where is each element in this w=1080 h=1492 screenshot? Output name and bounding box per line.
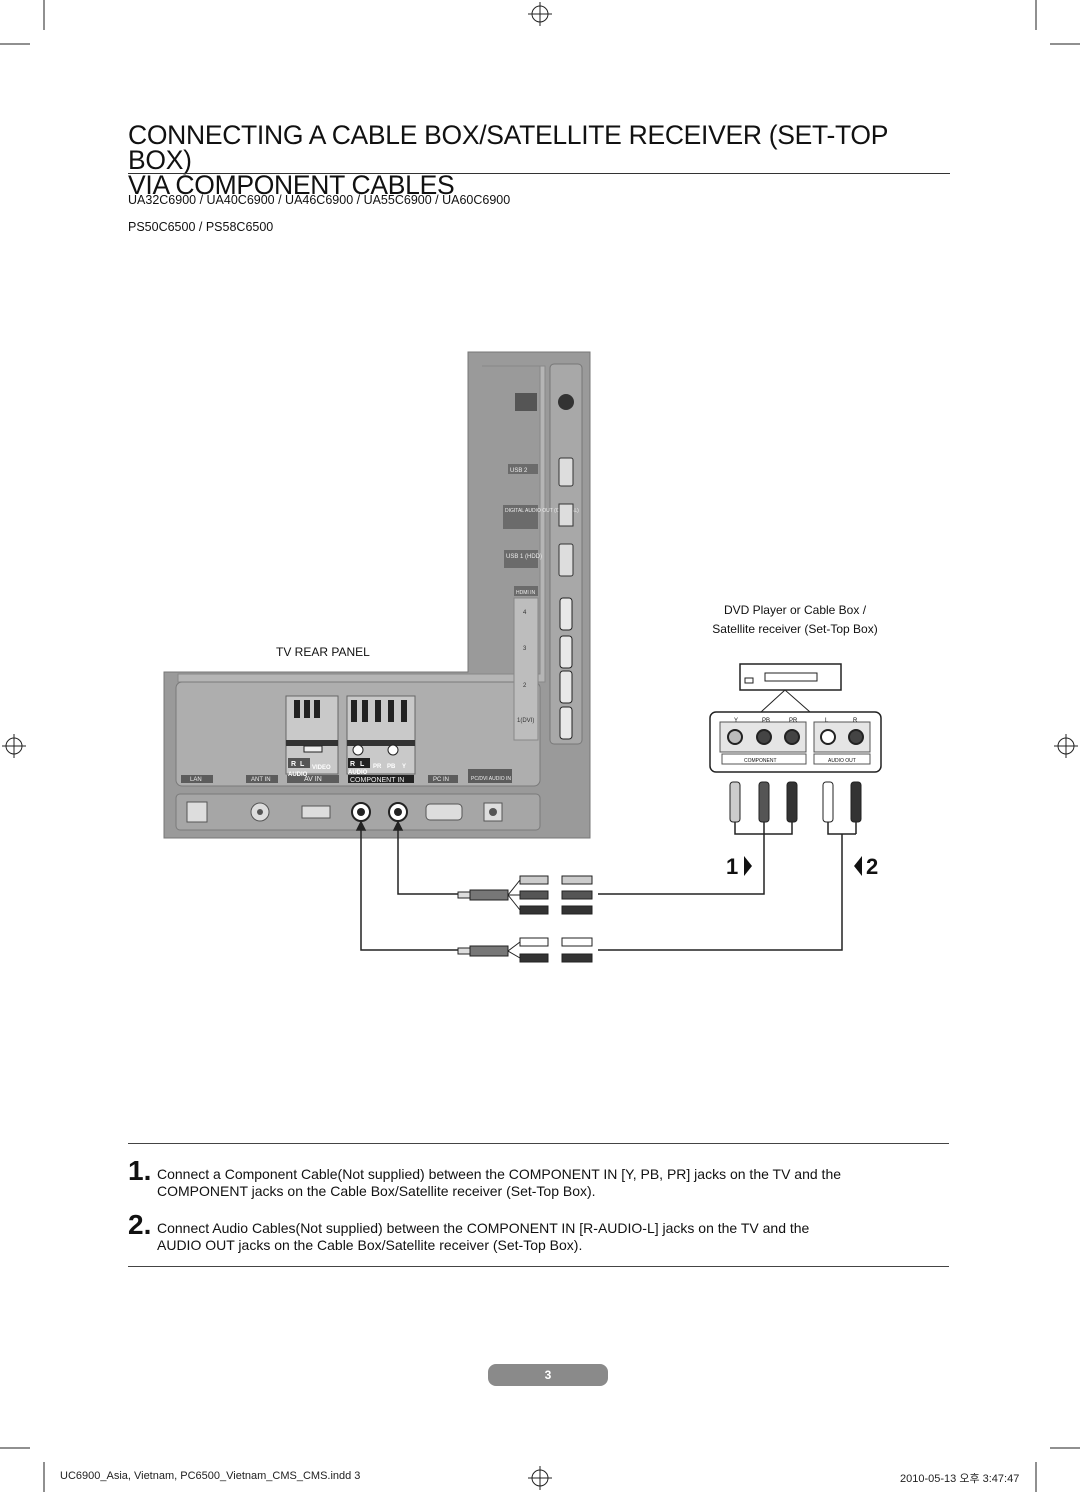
jack-label: PR [373,764,382,770]
step-text-line: Connect Audio Cables(Not supplied) betwe… [157,1220,810,1236]
side-port-label: DIGITAL AUDIO OUT (OPTICAL) [505,508,579,514]
hdmi-port-number: 2 [523,683,527,689]
jack-label: L [360,761,365,768]
lan-port-icon [186,801,208,823]
title-line-1: CONNECTING A CABLE BOX/SATELLITE RECEIVE… [128,120,888,175]
bottom-port-label: LAN [190,777,202,783]
jack-label: Y [402,764,406,770]
footer-timestamp: 2010-05-13 오후 3:47:47 [900,1473,1020,1485]
connection-diagram: USB 2 DIGITAL AUDIO OUT (OPTICAL) USB 1 … [163,351,882,963]
page-title: CONNECTING A CABLE BOX/SATELLITE RECEIVE… [128,120,958,200]
device-section-label: COMPONENT [744,758,777,764]
arrow-right-icon [744,856,752,876]
device-jack-label: PB [762,718,770,724]
hdmi-port-number: 3 [523,646,527,652]
device-label-line2: Satellite receiver (Set-Top Box) [712,622,877,636]
bottom-port-label: ANT IN [251,777,271,783]
bottom-port-label: COMPONENT IN [350,777,404,784]
audio-cable-icon [457,937,593,963]
jack-label: R [291,761,296,768]
jack-label: VIDEO [312,765,331,771]
model-list-1: UA32C6900 / UA40C6900 / UA46C6900 / UA55… [128,193,511,207]
bottom-port-label: PC IN [433,777,449,783]
tv-rear-panel-label: TV REAR PANEL [276,645,370,659]
device-label-line1: DVD Player or Cable Box / [724,603,867,617]
step-marker-2: 2 [866,854,878,879]
device-jack-label: Y [734,718,738,724]
title-line-2: VIA COMPONENT CABLES [128,170,455,200]
steps-bottom-divider [128,1266,949,1267]
hdmi-port-number: 4 [523,610,527,616]
hdmi-port-number: 1(DVI) [517,718,534,724]
component-cable-icon [457,875,593,915]
headphone-jack-icon [515,393,537,411]
model-list-2: PS50C6500 / PS58C6500 [128,220,274,234]
footer-file-info: UC6900_Asia, Vietnam, PC6500_Vietnam_CMS… [60,1470,361,1482]
step-2-text: Connect Audio Cables(Not supplied) betwe… [157,1220,917,1254]
jack-label: L [300,761,305,768]
jack-label: PB [387,764,396,770]
device-jack-label: R [853,718,858,724]
device-jack-label: L [825,718,829,724]
set-top-box-icon [739,663,842,691]
side-port-label: USB 1 (HDD) [506,554,542,560]
step-text-line: COMPONENT jacks on the Cable Box/Satelli… [157,1183,596,1199]
rca-plug-icon [729,781,862,823]
step-1-text: Connect a Component Cable(Not supplied) … [157,1166,917,1200]
device-jack-label: PR [789,718,798,724]
step-marker-1: 1 [726,854,738,879]
step-number: 2. [128,1209,152,1240]
jack-label: AUDIO [288,772,308,778]
side-port-label: HDMI IN [516,590,536,596]
step-text-line: AUDIO OUT jacks on the Cable Box/Satelli… [157,1237,583,1253]
steps-top-divider [128,1143,949,1144]
side-port-label: USB 2 [510,468,528,474]
jack-label: AUDIO [348,770,368,776]
jack-label: R [350,761,355,768]
device-section-label: AUDIO OUT [828,758,856,764]
title-divider [128,173,950,174]
bottom-port-label: AV IN [304,776,322,783]
arrow-left-icon [854,856,862,876]
page-number: 3 [488,1364,608,1386]
step-number: 1. [128,1155,152,1186]
step-text-line: Connect a Component Cable(Not supplied) … [157,1166,842,1182]
bottom-port-label: PC/DVI AUDIO IN [471,776,511,782]
